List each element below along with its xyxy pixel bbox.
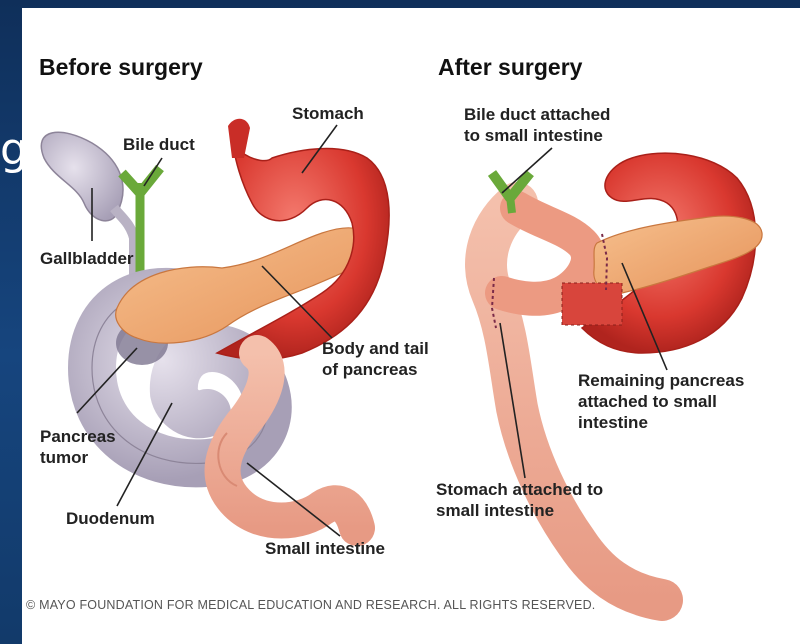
- bile-duct-stem: [510, 196, 512, 213]
- label-gallbladder: Gallbladder: [40, 248, 134, 269]
- gallbladder-shape: [41, 132, 123, 221]
- bile-duct-branch: [122, 168, 160, 193]
- stomach-top: [228, 119, 250, 158]
- label-pancreas-tumor: Pancreas tumor: [40, 426, 116, 468]
- label-remaining-pancreas: Remaining pancreas attached to small int…: [578, 370, 744, 433]
- label-body-tail-pancreas: Body and tail of pancreas: [322, 338, 429, 380]
- label-stomach: Stomach: [292, 103, 364, 124]
- before-heading: Before surgery: [39, 54, 203, 81]
- label-stomach-attached: Stomach attached to small intestine: [436, 479, 603, 521]
- label-duodenum: Duodenum: [66, 508, 155, 529]
- diagram-panel: Before surgery After surgery Stomach Bil…: [22, 8, 800, 644]
- copyright-notice: © MAYO FOUNDATION FOR MEDICAL EDUCATION …: [26, 598, 595, 612]
- anatomy-illustration: [22, 8, 800, 644]
- label-bile-duct-attached: Bile duct attached to small intestine: [464, 104, 610, 146]
- label-bile-duct: Bile duct: [123, 134, 195, 155]
- pouch-shape: [562, 283, 622, 325]
- after-heading: After surgery: [438, 54, 582, 81]
- label-small-intestine: Small intestine: [265, 538, 385, 559]
